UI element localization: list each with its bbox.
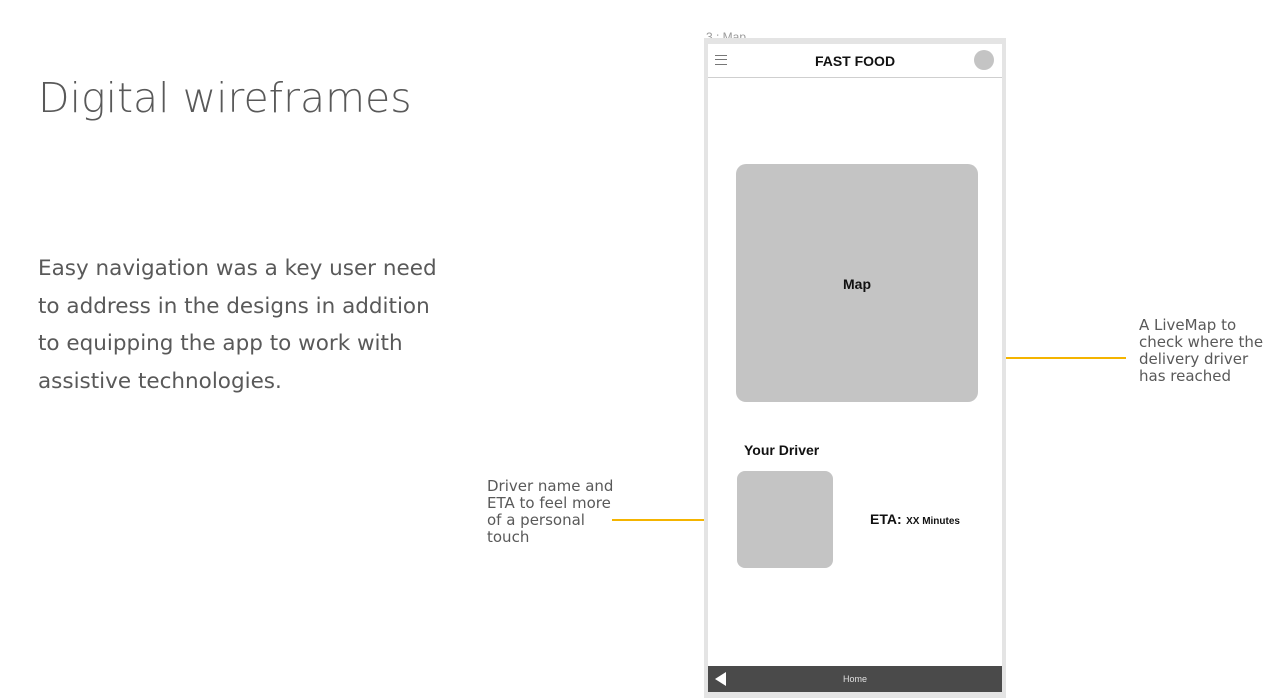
arrow-livemap <box>990 352 1126 364</box>
nav-home-button[interactable]: Home <box>842 674 867 684</box>
app-bar: FAST FOOD <box>708 44 1002 78</box>
driver-photo-placeholder <box>737 471 833 568</box>
phone-screen: FAST FOOD Map Your Driver ETA: XX Minute… <box>708 44 1002 692</box>
slide-title: Digital wireframes <box>38 74 412 122</box>
avatar[interactable] <box>974 50 994 70</box>
back-icon[interactable] <box>715 672 726 686</box>
hamburger-icon[interactable] <box>715 55 727 65</box>
driver-heading: Your Driver <box>744 442 820 458</box>
map-label: Map <box>843 276 871 292</box>
annotation-driver: Driver name and ETA to feel more of a pe… <box>487 477 614 546</box>
eta-value: XX Minutes <box>906 516 960 527</box>
eta-readout: ETA: XX Minutes <box>870 511 960 529</box>
map-placeholder[interactable]: Map <box>736 164 978 402</box>
eta-label: ETA: <box>870 511 902 527</box>
annotation-livemap: A LiveMap to check where the delivery dr… <box>1139 316 1264 385</box>
bottom-nav-bar: Home <box>708 666 1002 692</box>
frame-label: 3 : Map <box>706 30 747 38</box>
app-title: FAST FOOD <box>814 53 896 69</box>
slide-body-text: Easy navigation was a key user need to a… <box>38 256 437 394</box>
phone-wireframe: FAST FOOD Map Your Driver ETA: XX Minute… <box>704 38 1006 698</box>
